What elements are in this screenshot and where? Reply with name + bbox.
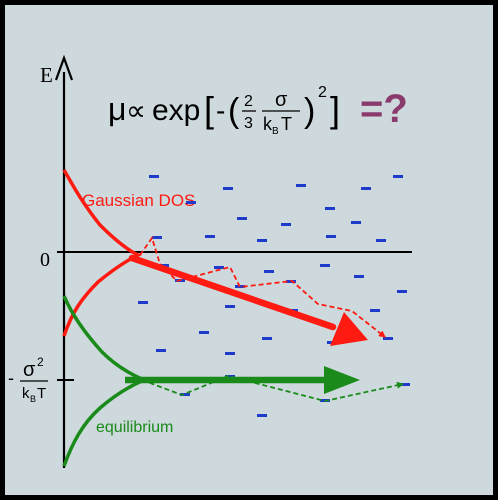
state-marker — [205, 235, 215, 238]
svg-text:B: B — [272, 126, 279, 137]
state-marker — [225, 352, 235, 355]
state-marker — [156, 349, 166, 352]
state-marker — [397, 290, 407, 293]
state-marker — [186, 201, 196, 204]
svg-text:∝: ∝ — [126, 95, 146, 126]
energy-axis-label: E — [40, 63, 53, 87]
mobility-formula: μ ∝ exp [ - ( 2 3 σ k B T ) 2 ] — [108, 84, 340, 137]
state-marker — [199, 331, 209, 334]
svg-text:[: [ — [204, 89, 214, 130]
state-marker — [223, 187, 233, 190]
arrow-right-icon — [128, 254, 368, 346]
equilibrium-label: equilibrium — [96, 419, 173, 436]
svg-text:k: k — [263, 114, 273, 134]
svg-text:μ: μ — [108, 91, 126, 127]
state-marker — [159, 264, 169, 267]
state-marker — [383, 337, 393, 340]
state-marker — [214, 266, 224, 269]
sigma-over-kbt-label: - σ 2 k B T — [8, 355, 48, 404]
state-marker — [149, 175, 159, 178]
svg-text:T: T — [281, 114, 292, 134]
state-marker — [152, 236, 162, 239]
svg-text:σ: σ — [275, 89, 288, 111]
state-marker — [225, 305, 235, 308]
state-marker — [264, 270, 274, 273]
svg-text:σ: σ — [23, 359, 36, 381]
state-marker — [320, 264, 330, 267]
green-hopping-path — [141, 375, 404, 402]
state-marker — [296, 184, 306, 187]
state-marker — [370, 309, 380, 312]
svg-text:-: - — [8, 368, 14, 388]
svg-text:): ) — [304, 92, 315, 130]
arrow-up-icon — [54, 54, 74, 81]
localized-states — [138, 175, 410, 417]
svg-text:(: ( — [228, 92, 240, 130]
svg-text:B: B — [30, 394, 36, 404]
zero-label: 0 — [40, 249, 50, 271]
state-marker — [354, 275, 364, 278]
transport-arrowhead — [324, 366, 360, 394]
state-marker — [281, 223, 291, 226]
state-marker — [138, 301, 148, 304]
state-marker — [361, 187, 371, 190]
panel-background — [5, 5, 493, 495]
red-hopping-path — [139, 235, 386, 338]
svg-text:2: 2 — [37, 355, 44, 369]
state-marker — [262, 337, 272, 340]
state-marker — [393, 175, 403, 178]
state-marker — [400, 383, 410, 386]
svg-text:3: 3 — [244, 115, 253, 132]
svg-text:2: 2 — [244, 93, 253, 110]
svg-text:]: ] — [330, 89, 340, 130]
relaxation-arrowhead — [330, 312, 368, 346]
state-marker — [225, 375, 235, 378]
state-marker — [257, 414, 267, 417]
svg-text:2: 2 — [318, 84, 327, 101]
arrow-right-icon — [125, 366, 360, 394]
state-marker — [325, 207, 335, 210]
gaussian-dos-label: Gaussian DOS — [82, 191, 195, 210]
state-marker — [237, 217, 247, 220]
relaxation-arrow-shaft — [128, 254, 337, 331]
state-marker — [376, 239, 386, 242]
state-marker — [257, 239, 267, 242]
svg-text:k: k — [22, 385, 30, 402]
equals-question: =? — [360, 87, 408, 131]
state-marker — [351, 221, 361, 224]
gaussian-dos-curve — [62, 169, 142, 337]
svg-text:-: - — [216, 95, 225, 126]
state-marker — [326, 235, 336, 238]
svg-text:exp: exp — [152, 94, 200, 127]
state-marker — [180, 393, 190, 396]
svg-text:T: T — [37, 385, 46, 402]
